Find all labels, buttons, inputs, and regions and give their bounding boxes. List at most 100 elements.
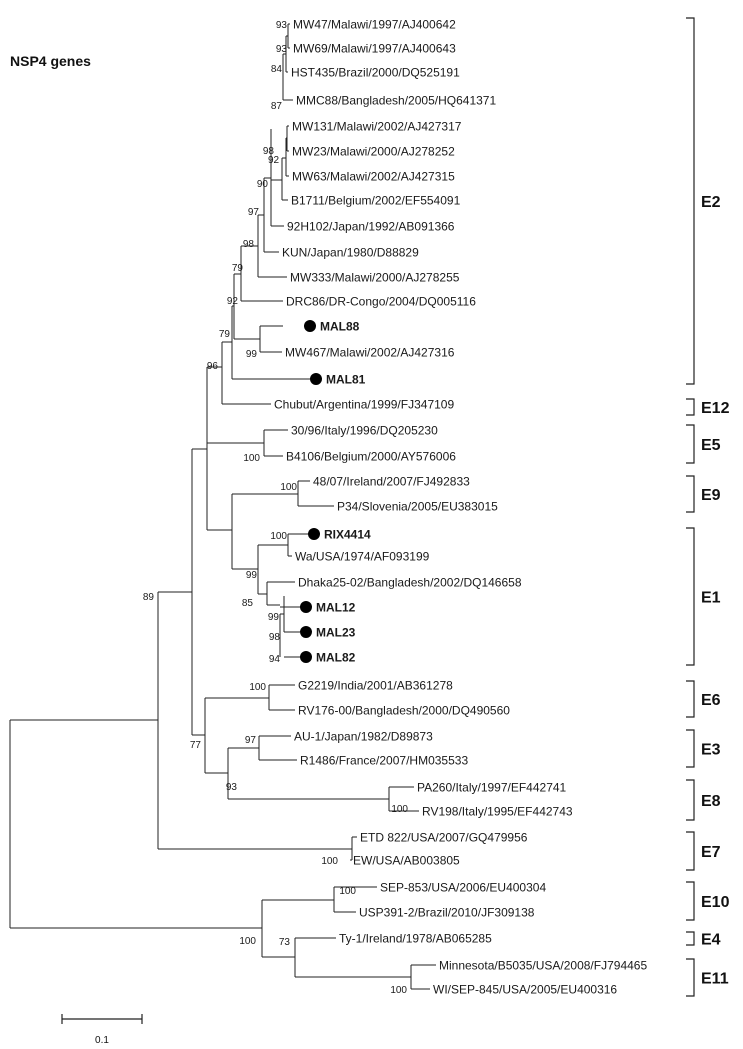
bootstrap-value: 97 [245,735,257,746]
genotype-label: E2 [701,194,721,211]
genotype-bracket-e9: E9 [686,475,721,513]
figure-title: NSP4 genes [10,53,91,69]
leaf-label-mw23: MW23/Malawi/2000/AJ278252 [292,145,455,159]
bootstrap-value: 98 [269,632,281,643]
leaf-label-wisep: WI/SEP-845/USA/2005/EU400316 [433,983,617,997]
sample-marker-dot [310,373,322,385]
leaf-label-mw63: MW63/Malawi/2002/AJ427315 [292,170,455,184]
genotype-label: E7 [701,844,721,861]
scale-bar: 0.1 [61,1014,143,1046]
bootstrap-value: 100 [339,886,356,897]
leaf-label-mw69: MW69/Malawi/1997/AJ400643 [293,42,456,56]
leaf-label-mw333: MW333/Malawi/2000/AJ278255 [290,271,460,285]
genotype-label: E10 [701,894,730,911]
bootstrap-value: 93 [226,782,238,793]
genotype-label: E11 [701,971,729,988]
leaf-label-dhaka: Dhaka25-02/Bangladesh/2002/DQ146658 [298,576,522,590]
bootstrap-value: 98 [243,239,255,250]
leaf-label-rix: RIX4414 [324,528,371,542]
leaf-label-minn: Minnesota/B5035/USA/2008/FJ794465 [439,959,647,973]
leaf-label-ty1: Ty-1/Ireland/1978/AB065285 [339,932,492,946]
leaf-label-mal81: MAL81 [326,373,366,387]
genotype-bracket-e3: E3 [686,729,721,768]
genotype-bracket-e1: E1 [686,527,721,666]
bootstrap-value: 87 [271,101,283,112]
bootstrap-value: 100 [239,936,256,947]
bootstrap-value: 98 [263,146,275,157]
leaf-label-b4106: B4106/Belgium/2000/AY576006 [286,450,456,464]
genotype-label: E5 [701,437,721,454]
bootstrap-value: 89 [143,592,155,603]
leaf-label-usp391: USP391-2/Brazil/2010/JF309138 [359,906,535,920]
leaf-label-mal82: MAL82 [316,651,356,665]
sample-marker-dot [300,601,312,613]
bootstrap-value: 92 [268,155,280,166]
genotype-label: E9 [701,487,721,504]
scale-bar-label: 0.1 [95,1035,109,1046]
bootstrap-value: 79 [232,263,244,274]
genotype-label: E6 [701,692,721,709]
bootstrap-value: 90 [257,179,269,190]
leaf-label-mw467: MW467/Malawi/2002/AJ427316 [285,346,455,360]
bootstrap-value: 79 [219,329,231,340]
leaf-label-pa260: PA260/Italy/1997/EF442741 [417,781,567,795]
genotype-bracket-e2: E2 [686,17,721,385]
bootstrap-value: 100 [321,856,338,867]
bootstrap-value: 85 [242,598,254,609]
bootstrap-value: 100 [280,482,297,493]
bootstrap-value: 99 [268,612,280,623]
leaf-label-mal23: MAL23 [316,626,356,640]
leaf-label-r1486: R1486/France/2007/HM035533 [300,754,468,768]
bootstrap-value: 73 [279,937,291,948]
bootstrap-value: 77 [190,740,202,751]
leaf-label-hst435: HST435/Brazil/2000/DQ525191 [291,66,460,80]
leaf-label-rv176: RV176-00/Bangladesh/2000/DQ490560 [298,704,510,718]
genotype-label: E3 [701,742,721,759]
bootstrap-value: 84 [271,64,283,75]
bootstrap-value: 100 [391,804,408,815]
leaf-label-i4807: 48/07/Ireland/2007/FJ492833 [313,475,470,489]
sample-marker-dot [304,320,316,332]
leaf-label-chubut: Chubut/Argentina/1999/FJ347109 [274,398,454,412]
genotype-label: E1 [701,590,721,607]
genotype-bracket-e11: E11 [686,958,729,997]
leaf-label-rv198: RV198/Italy/1995/EF442743 [422,805,573,819]
bootstrap-value: 93 [276,20,288,31]
bootstrap-value: 100 [270,531,287,542]
genotype-label: E12 [701,400,730,417]
bootstrap-value: 94 [269,654,281,665]
leaf-label-i3096: 30/96/Italy/1996/DQ205230 [291,424,438,438]
leaf-label-ew: EW/USA/AB003805 [353,854,460,868]
genotype-bracket-e5: E5 [686,424,721,464]
tree-branches [9,23,436,990]
leaf-label-wa: Wa/USA/1974/AF093199 [295,550,430,564]
bootstrap-value: 92 [227,296,239,307]
genotype-label: E4 [701,932,721,949]
bootstrap-value: 96 [207,361,219,372]
leaf-label-kun: KUN/Japan/1980/D88829 [282,246,419,260]
bootstrap-value: 100 [243,453,260,464]
leaf-label-mal88: MAL88 [320,320,360,334]
leaf-label-p34: P34/Slovenia/2005/EU383015 [337,500,498,514]
genotype-bracket-e10: E10 [686,881,730,921]
sample-marker-dot [300,626,312,638]
leaf-label-etd822: ETD 822/USA/2007/GQ479956 [360,831,528,845]
genotype-bracket-e7: E7 [686,831,721,871]
leaf-label-mmc88: MMC88/Bangladesh/2005/HQ641371 [296,94,496,108]
bootstrap-value: 100 [390,985,407,996]
leaf-label-mw131: MW131/Malawi/2002/AJ427317 [292,120,462,134]
bootstrap-value: 100 [249,682,266,693]
genotype-bracket-e6: E6 [686,680,721,718]
genotype-bracket-e8: E8 [686,779,721,821]
bootstrap-value: 93 [276,44,288,55]
genotype-label: E8 [701,793,721,810]
leaf-label-g2219: G2219/India/2001/AB361278 [298,679,453,693]
leaf-label-drc86: DRC86/DR-Congo/2004/DQ005116 [286,295,476,309]
sample-marker-dot [308,528,320,540]
bootstrap-value: 99 [246,570,258,581]
sample-marker-dot [300,651,312,663]
leaf-label-h92102: 92H102/Japan/1992/AB091366 [287,220,455,234]
bootstrap-value: 99 [246,349,258,360]
